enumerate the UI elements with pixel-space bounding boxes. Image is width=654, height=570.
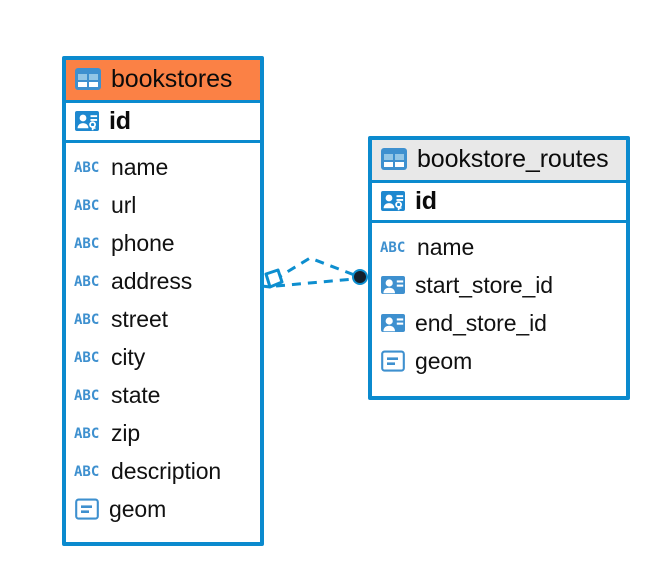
entity-bookstores[interactable]: bookstores id ABC name: [62, 56, 264, 546]
filled-circle-marker: [352, 269, 368, 285]
text-abc-icon: ABC: [380, 240, 405, 256]
entity-bookstore-routes[interactable]: bookstore_routes id ABC name: [368, 136, 630, 400]
field-row-id[interactable]: id: [372, 182, 626, 223]
field-label-name: name: [111, 153, 169, 180]
svg-text:ABC: ABC: [74, 236, 99, 252]
text-abc-icon: ABC: [74, 464, 99, 480]
entity-header-bookstores[interactable]: bookstores: [66, 60, 260, 103]
entity-header-bookstore-routes[interactable]: bookstore_routes: [372, 140, 626, 183]
field-row-name[interactable]: ABC name: [372, 228, 626, 266]
svg-text:ABC: ABC: [74, 274, 99, 290]
text-abc-icon: ABC: [74, 274, 99, 290]
field-row-state[interactable]: ABC state: [66, 376, 260, 414]
field-row-start-store-id[interactable]: start_store_id: [372, 266, 626, 304]
field-row-name[interactable]: ABC name: [66, 148, 260, 186]
geometry-icon: [75, 498, 99, 520]
field-label-id: id: [109, 106, 131, 135]
svg-text:ABC: ABC: [74, 350, 99, 366]
svg-text:ABC: ABC: [74, 464, 99, 480]
primary-key-icon: [381, 190, 405, 211]
field-row-street[interactable]: ABC street: [66, 300, 260, 338]
text-abc-icon: ABC: [74, 350, 99, 366]
field-row-description[interactable]: ABC description: [66, 452, 260, 490]
relationship-connector[interactable]: [252, 246, 372, 308]
field-row-id[interactable]: id: [66, 102, 260, 143]
field-row-end-store-id[interactable]: end_store_id: [372, 304, 626, 342]
svg-text:ABC: ABC: [74, 312, 99, 328]
field-label-city: city: [111, 343, 146, 370]
text-abc-icon: ABC: [74, 198, 99, 214]
field-label-phone: phone: [111, 229, 175, 256]
field-label-geom: geom: [109, 495, 167, 522]
foreign-key-icon: [381, 276, 405, 294]
field-label-state: state: [111, 381, 161, 408]
foreign-key-icon: [381, 314, 405, 332]
field-row-city[interactable]: ABC city: [66, 338, 260, 376]
primary-key-icon: [75, 110, 99, 131]
table-icon: [381, 148, 407, 171]
field-label-url: url: [111, 191, 137, 218]
field-label-street: street: [111, 305, 168, 332]
svg-text:ABC: ABC: [74, 198, 99, 214]
entity-fields-bookstore-routes: ABC name start_store_id: [372, 223, 626, 384]
field-row-url[interactable]: ABC url: [66, 186, 260, 224]
text-abc-icon: ABC: [74, 388, 99, 404]
field-label-zip: zip: [111, 419, 141, 446]
field-row-geom[interactable]: geom: [372, 342, 626, 380]
text-abc-icon: ABC: [74, 312, 99, 328]
field-row-geom[interactable]: geom: [66, 490, 260, 528]
geometry-icon: [381, 350, 405, 372]
text-abc-icon: ABC: [74, 236, 99, 252]
svg-text:ABC: ABC: [74, 160, 99, 176]
table-icon: [75, 68, 101, 91]
text-abc-icon: ABC: [74, 160, 99, 176]
field-label-name: name: [417, 233, 475, 260]
field-row-zip[interactable]: ABC zip: [66, 414, 260, 452]
field-label-start-store-id: start_store_id: [415, 271, 553, 298]
svg-text:ABC: ABC: [74, 426, 99, 442]
relationship-line-lower: [275, 277, 355, 288]
field-row-address[interactable]: ABC address: [66, 262, 260, 300]
svg-text:ABC: ABC: [380, 240, 405, 256]
diamond-marker: [260, 268, 284, 289]
entity-title-bookstore-routes: bookstore_routes: [417, 145, 609, 173]
text-abc-icon: ABC: [74, 426, 99, 442]
field-label-description: description: [111, 457, 222, 484]
field-label-id: id: [415, 186, 437, 215]
svg-text:ABC: ABC: [74, 388, 99, 404]
field-label-end-store-id: end_store_id: [415, 309, 547, 336]
field-label-geom: geom: [415, 347, 473, 374]
field-label-address: address: [111, 267, 193, 294]
entity-fields-bookstores: ABC name ABC url ABC phone ABC: [66, 143, 260, 532]
field-row-phone[interactable]: ABC phone: [66, 224, 260, 262]
relationship-line-upper: [273, 256, 358, 282]
entity-title-bookstores: bookstores: [111, 65, 233, 93]
